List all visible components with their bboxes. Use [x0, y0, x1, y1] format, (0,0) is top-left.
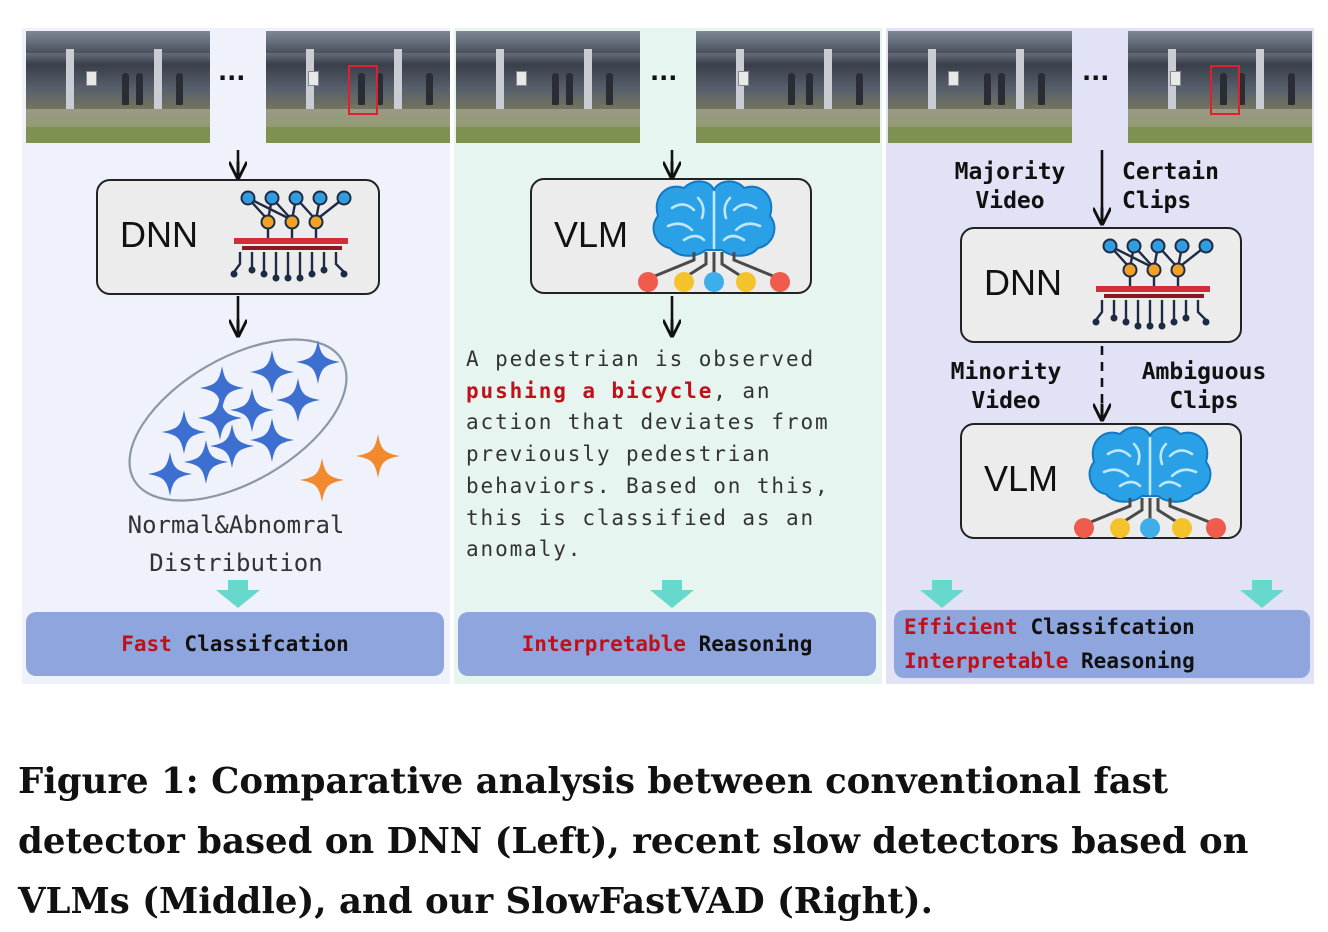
vlm-label: VLM [984, 458, 1059, 499]
anomaly-bounding-box [1210, 65, 1240, 115]
result-text: Reasoning [698, 632, 813, 656]
result-fast-classification: Fast Classifcation [26, 612, 444, 676]
result-combined: Efficient Classifcation Interpretable Re… [894, 610, 1310, 678]
result-arrow [1240, 580, 1284, 608]
video-frame-thumbnail [456, 31, 640, 143]
majority-video-label: Majority Video [954, 159, 1066, 214]
result-arrow [650, 580, 694, 608]
vlm-reasoning-text: A pedestrian is observed pushing a bicyc… [466, 344, 870, 566]
result-highlight: Interpretable [521, 632, 686, 656]
frames-ellipsis: ... [650, 58, 678, 86]
video-frame-thumbnail [888, 31, 1072, 143]
result-interpretable-reasoning: Interpretable Reasoning [458, 612, 876, 676]
abnormal-sample-stars [300, 434, 400, 502]
distribution-label-line1: Normal&Abnomral [127, 511, 345, 539]
certain-clips-label: Certain Clips [1122, 159, 1219, 214]
anomaly-bounding-box [348, 65, 378, 115]
panel-right-slowfastvad: ... Majority Video Certain Clips DNN Min… [886, 28, 1314, 684]
normal-distribution-ellipse [128, 338, 348, 502]
video-frame-anomaly-thumbnail [266, 31, 450, 143]
result-arrow [216, 580, 260, 608]
dnn-model-box [960, 227, 1242, 343]
normal-sample-stars [148, 340, 340, 496]
dnn-model-box [96, 179, 380, 295]
video-frame-anomaly-thumbnail [696, 31, 880, 143]
video-frame-anomaly-thumbnail [1128, 31, 1312, 143]
panel-middle-vlm: ... VLM A pedestrian is observed pushing… [454, 28, 882, 684]
result-highlight: Fast [121, 632, 172, 656]
brain-icon [1072, 425, 1228, 540]
video-frame-thumbnail [26, 31, 210, 143]
reasoning-line: action that deviates from [466, 410, 830, 435]
frames-ellipsis: ... [218, 58, 246, 86]
reasoning-line: pushing a bicycle, an [466, 378, 772, 403]
result-arrow [920, 580, 964, 608]
brain-icon [636, 179, 792, 294]
vlm-label: VLM [554, 214, 629, 255]
dnn-label: DNN [120, 214, 198, 255]
minority-video-label: Minority Video [950, 359, 1062, 414]
reasoning-line: anomaly. [466, 537, 583, 562]
panel-left-conventional: ... DNN Normal&Abnomral Distribution Fas… [22, 28, 450, 684]
ambiguous-clips-label: Ambiguous Clips [1141, 359, 1267, 414]
reasoning-line: this is classified as an [466, 505, 816, 530]
dnn-label: DNN [984, 262, 1062, 303]
distribution-label-line2: Distribution [149, 549, 323, 577]
neural-network-icon [1091, 238, 1214, 331]
reasoning-line: A pedestrian is observed [466, 347, 816, 371]
result-line-2: Interpretable Reasoning [904, 649, 1195, 673]
frames-ellipsis: ... [1082, 58, 1110, 86]
result-line-1: Efficient Classifcation [904, 615, 1195, 639]
figure-caption: Figure 1: Comparative analysis between c… [18, 761, 1249, 922]
neural-network-icon [229, 190, 352, 283]
reasoning-line: behaviors. Based on this, [466, 473, 830, 498]
reasoning-highlight: pushing a bicycle [466, 378, 714, 403]
reasoning-line: previously pedestrian [466, 442, 772, 467]
result-text: Classifcation [184, 632, 349, 656]
